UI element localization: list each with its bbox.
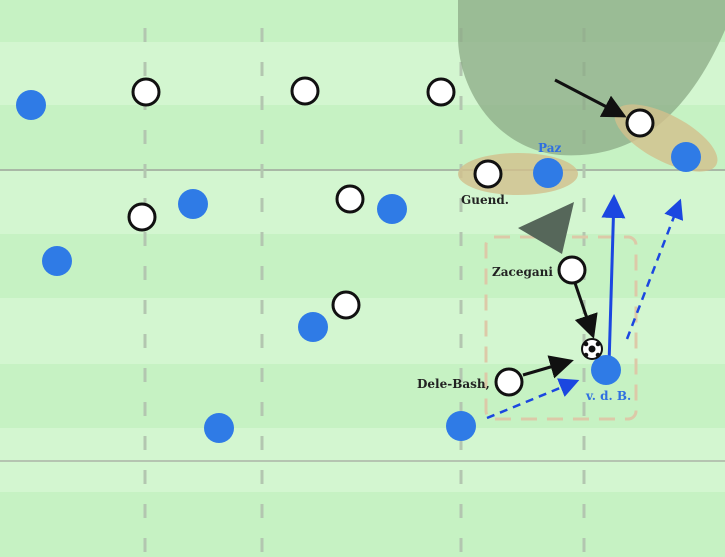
- blue-player[interactable]: [377, 194, 407, 224]
- label-guend: Guend.: [461, 193, 509, 207]
- white-player[interactable]: [335, 184, 365, 214]
- blue-player[interactable]: [298, 312, 328, 342]
- blue-team: [16, 90, 701, 443]
- blue-player[interactable]: [446, 411, 476, 441]
- white-team: [127, 76, 655, 397]
- label-vdb: v. d. B.: [585, 389, 631, 403]
- blue-player-vdb[interactable]: [591, 355, 621, 385]
- run-arrow-dele-bash: [522, 355, 574, 379]
- white-player[interactable]: [290, 76, 320, 106]
- white-player[interactable]: [127, 202, 157, 232]
- blue-player[interactable]: [204, 413, 234, 443]
- white-player-dele-bash[interactable]: [494, 367, 524, 397]
- blue-player[interactable]: [178, 189, 208, 219]
- run-arrow-zacegani: [573, 282, 598, 339]
- run-arrow-press: [554, 78, 627, 118]
- cover-shadow-triangle: [518, 202, 574, 254]
- white-player-guend[interactable]: [473, 159, 503, 189]
- pass-arrow-dashed-right: [625, 198, 684, 340]
- blue-player-right[interactable]: [671, 142, 701, 172]
- white-player[interactable]: [625, 108, 655, 138]
- stripe: [0, 492, 725, 557]
- stripe: [0, 234, 725, 298]
- blue-player[interactable]: [42, 246, 72, 276]
- pass-arrow-dashed-left: [486, 378, 580, 420]
- stripe: [0, 298, 725, 364]
- label-paz: Paz: [538, 141, 561, 155]
- blue-player-paz[interactable]: [533, 158, 563, 188]
- pass-arrow-vdb-forward: [601, 194, 626, 366]
- white-player-zacegani[interactable]: [557, 255, 587, 285]
- label-zacegani: Zacegani: [492, 265, 553, 279]
- white-player[interactable]: [331, 290, 361, 320]
- ball-icon: [581, 338, 603, 360]
- white-player[interactable]: [426, 77, 456, 107]
- white-player[interactable]: [131, 77, 161, 107]
- blue-player[interactable]: [16, 90, 46, 120]
- label-dele-bash: Dele-Bash,: [417, 377, 490, 391]
